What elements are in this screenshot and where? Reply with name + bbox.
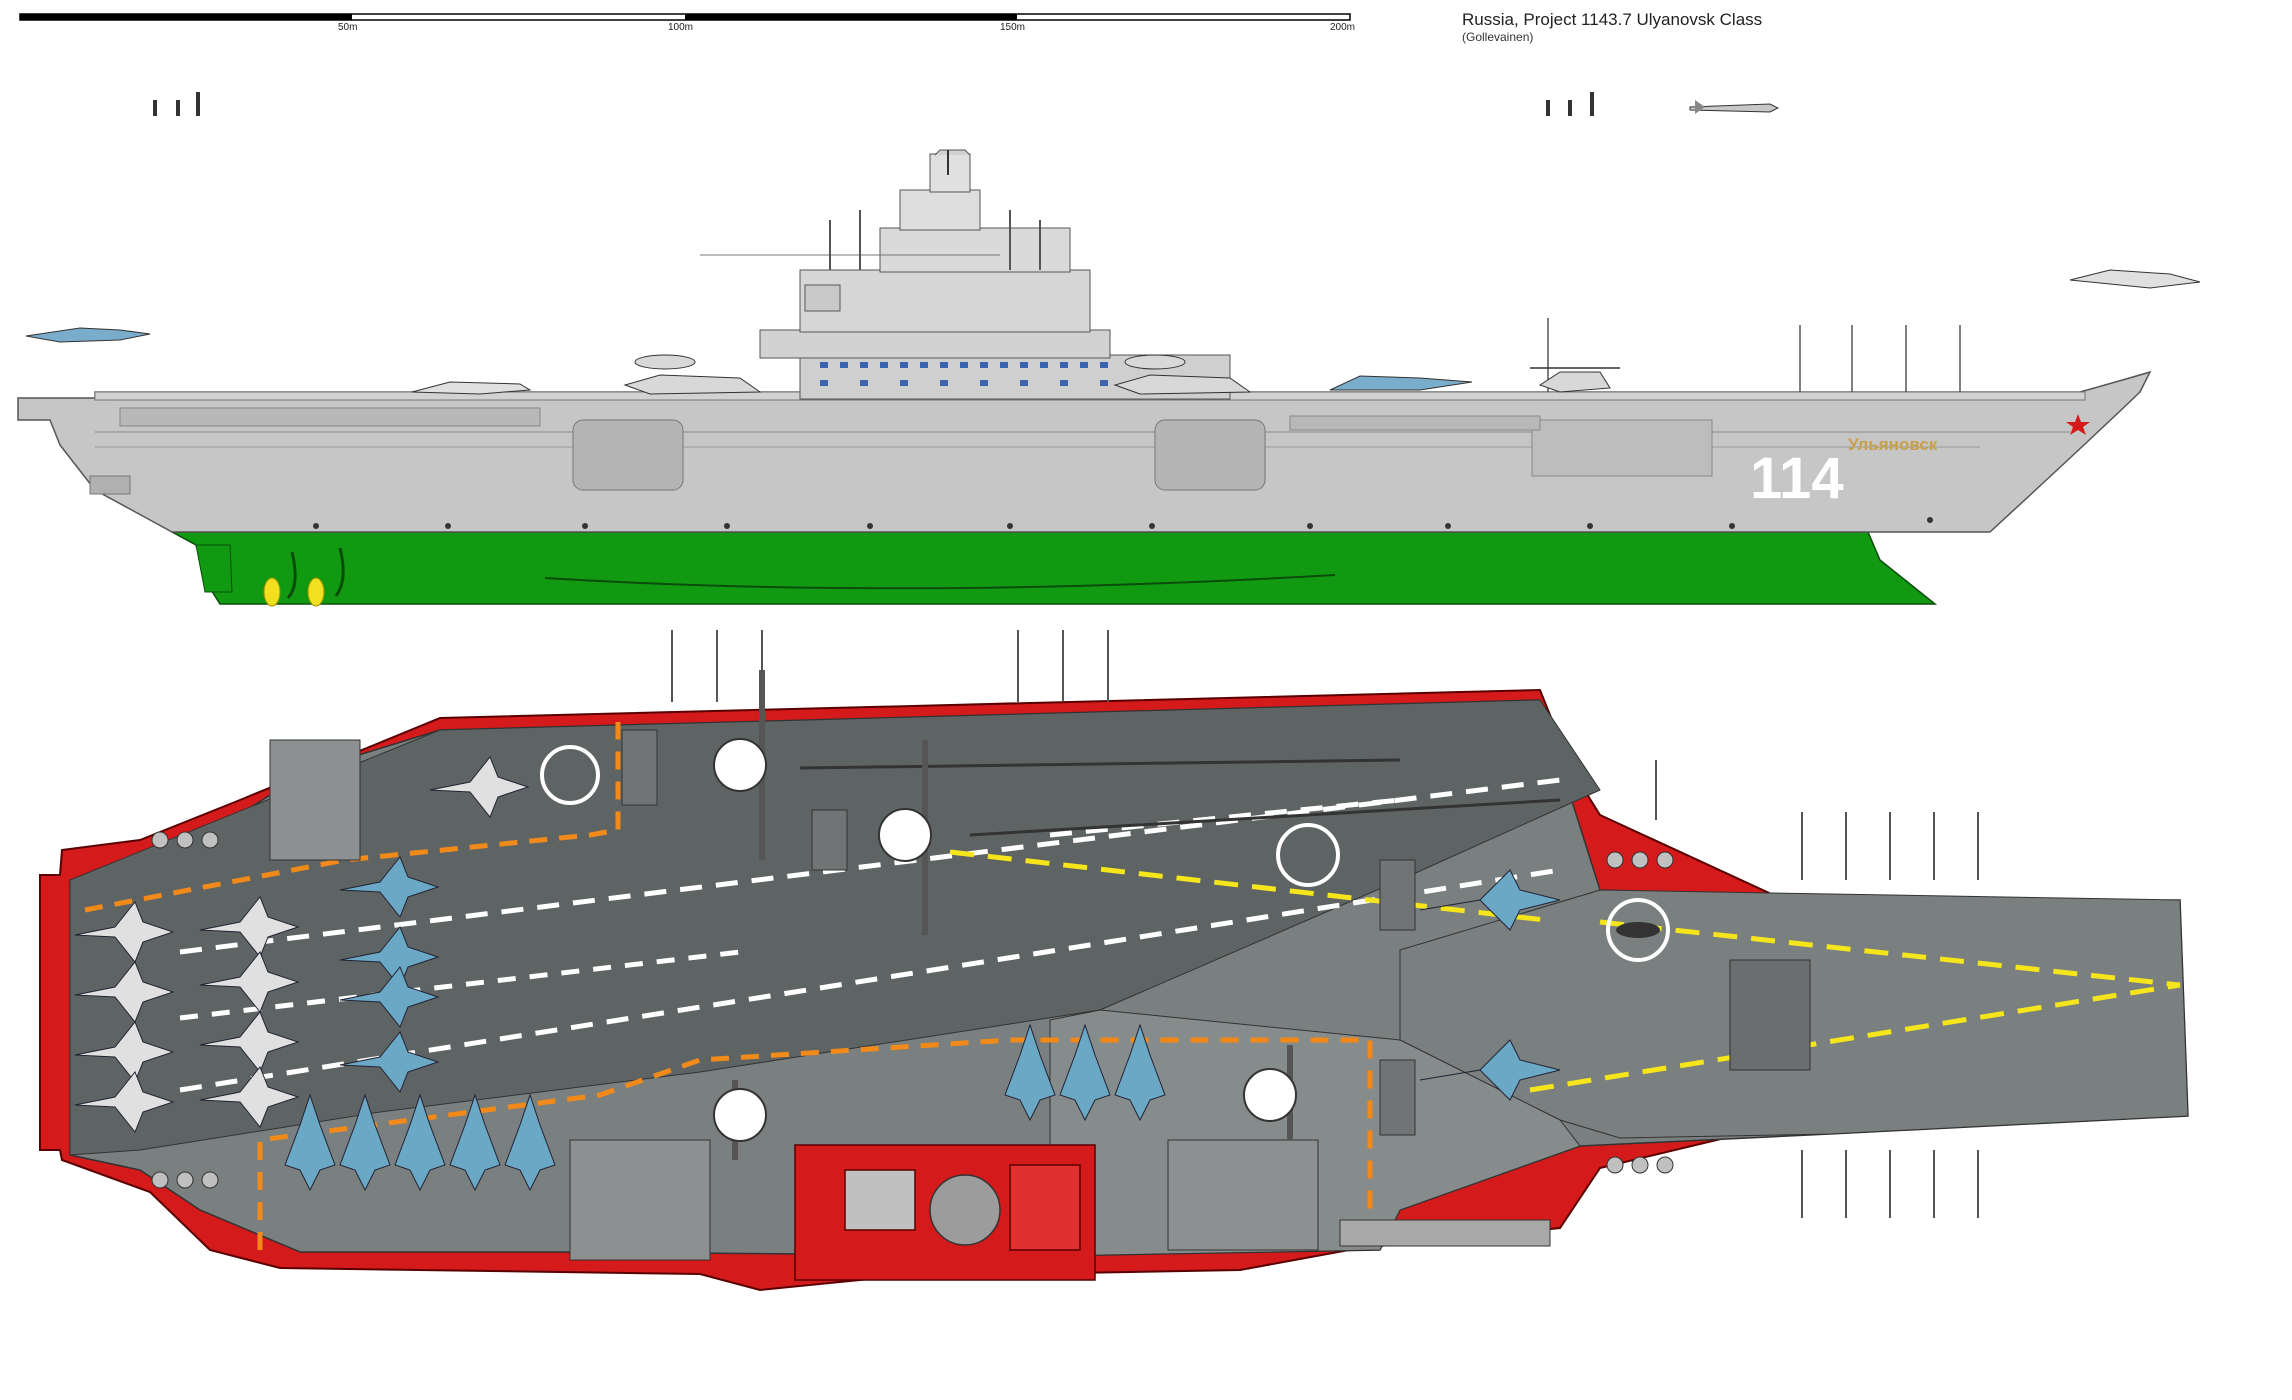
island-windows <box>820 362 1108 386</box>
fighter-plan-icon <box>284 856 1561 1192</box>
landing-circle-icon <box>540 745 1670 962</box>
scale-label-150: 150m <box>1000 22 1025 33</box>
fighter-gray-plan-icon <box>74 756 530 1133</box>
star-icon <box>2066 414 2090 435</box>
ordnance-icons-left <box>153 92 200 116</box>
cruise-missile-icon <box>1689 100 1780 114</box>
scale-label-50: 50m <box>338 22 357 33</box>
deck-markings-yellow <box>949 849 2181 1093</box>
hull <box>17 370 2152 533</box>
awacs-side-icon <box>623 354 1252 395</box>
sponson-turret-icon <box>151 831 1674 1189</box>
helicopter-plan-icon <box>1616 922 1660 938</box>
fighter-side-icon <box>25 269 2201 395</box>
deck-markings-orange <box>84 722 1373 1250</box>
drawing-credit: (Gollevainen) <box>1462 30 1533 44</box>
antenna-masts <box>671 630 1979 1218</box>
elevator-icon <box>269 739 1319 1261</box>
catapult-tracks <box>799 758 1561 837</box>
ordnance-icons-right <box>1546 92 1594 116</box>
hull-name: Ульяновск <box>1848 435 1938 454</box>
side-profile: 114 Ульяновск <box>17 149 2201 607</box>
scale-bar: 50m 100m 150m 200m <box>19 13 1355 33</box>
porthole-row <box>313 517 1933 529</box>
bow-masts <box>1547 318 1961 392</box>
propeller-icon <box>263 577 325 607</box>
blast-deflector-icon <box>621 729 1811 1136</box>
plan-view <box>39 630 2189 1292</box>
scale-label-100: 100m <box>668 22 693 33</box>
scale-label-200: 200m <box>1330 22 1355 33</box>
island-plan <box>794 1144 1096 1281</box>
drawing-title: Russia, Project 1143.7 Ulyanovsk Class <box>1462 10 1762 29</box>
underwater-hull <box>171 531 1938 605</box>
hull-number: 114 <box>1750 446 1844 511</box>
helicopter-side-icon <box>1530 367 1620 393</box>
